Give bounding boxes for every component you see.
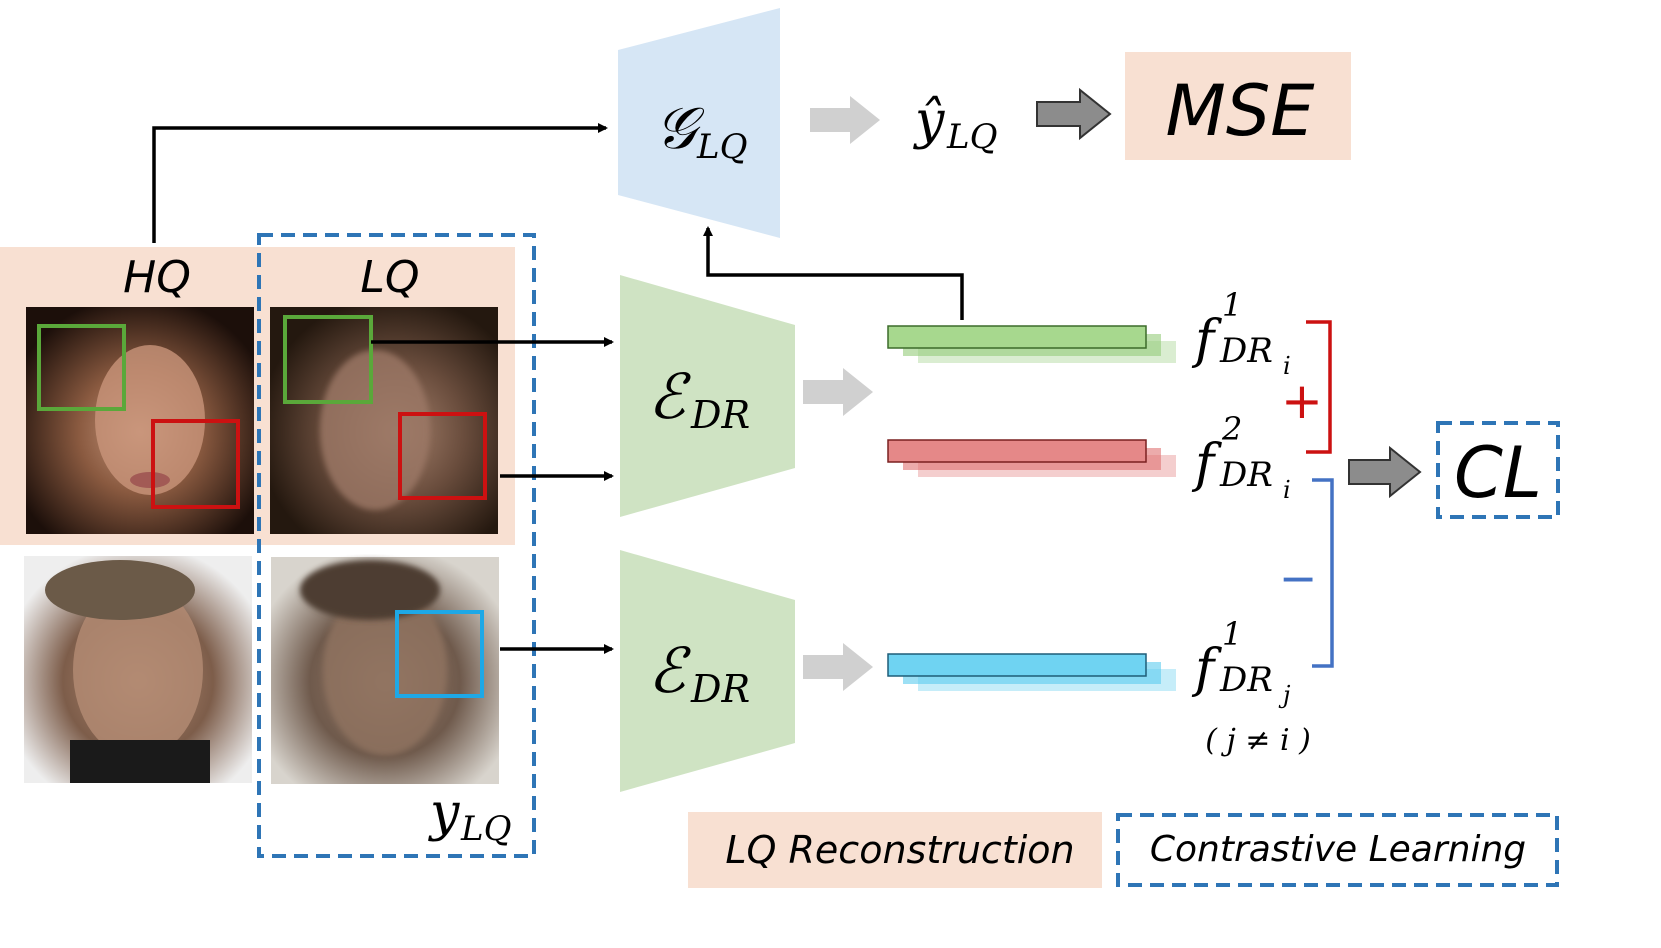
svg-text:2: 2 [1221, 410, 1242, 448]
encoder-bottom-label: ℰ DR [648, 634, 750, 711]
legend-recon-label: LQ Reconstruction [725, 828, 1074, 872]
feature-label-3: f 1 DR j [1191, 615, 1291, 709]
legend-contrastive-label: Contrastive Learning [1150, 829, 1526, 870]
svg-text:f: f [1191, 639, 1222, 699]
lq-red-patch-box [398, 412, 487, 500]
cl-loss-label: CL [1454, 432, 1542, 514]
svg-text:j: j [1278, 681, 1291, 709]
encoder-block-bottom [620, 550, 795, 792]
feature-to-generator-arrow [703, 226, 964, 320]
lq-input-dashed-box [257, 233, 536, 858]
legend-contrastive-box [1116, 813, 1559, 887]
svg-text:1: 1 [1222, 615, 1242, 653]
svg-text:ŷ: ŷ [913, 91, 945, 151]
condition-label: ( j ≠ i ) [1205, 723, 1311, 758]
cl-loss-box [1436, 421, 1560, 519]
positive-pair-bracket [1306, 320, 1332, 454]
svg-text:DR: DR [1219, 331, 1273, 371]
svg-text:LQ: LQ [460, 809, 511, 849]
mse-loss-box [1125, 52, 1351, 160]
encoder-bottom-output-arrow [803, 643, 873, 691]
hq-red-patch-box [151, 419, 240, 509]
svg-text:LQ: LQ [696, 127, 747, 167]
feature-stack-green [887, 325, 1176, 363]
svg-text:ℰ: ℰ [648, 634, 691, 707]
svg-text:f: f [1191, 434, 1222, 494]
svg-text:LQ: LQ [946, 117, 997, 157]
svg-text:i: i [1283, 476, 1291, 504]
feature-label-1: f 1 DR i [1191, 286, 1291, 380]
legend-recon-swatch [688, 812, 1102, 888]
generator-output-arrow [810, 96, 880, 144]
generator-block [618, 8, 780, 238]
encoder-block-top [620, 275, 795, 517]
svg-text:ℰ: ℰ [648, 360, 691, 433]
svg-text:DR: DR [1219, 660, 1273, 700]
lq-face-image-2 [271, 557, 499, 784]
hq-to-generator-arrow [152, 123, 608, 243]
negative-sign: − [1279, 551, 1318, 605]
svg-text:1: 1 [1222, 286, 1242, 324]
input-y-lq-label: y LQ [428, 783, 511, 849]
lq-label: LQ [360, 252, 419, 303]
feature-label-2: f 2 DR i [1191, 410, 1291, 504]
svg-text:DR: DR [690, 667, 750, 711]
negative-pair-bracket [1312, 478, 1334, 668]
output-y-hat-label: ŷ LQ [913, 91, 997, 157]
hq-green-patch-box [37, 324, 126, 411]
lq-cyan-patch-box [395, 610, 484, 698]
features-to-cl-arrow [1348, 445, 1422, 499]
feature-stack-red [887, 439, 1176, 477]
svg-text:f: f [1191, 310, 1222, 370]
svg-text:DR: DR [690, 393, 750, 437]
mse-loss-label: MSE [1165, 70, 1315, 152]
svg-text:y: y [428, 783, 460, 843]
output-to-mse-arrow [1036, 87, 1112, 141]
encoder-top-output-arrow [803, 368, 873, 416]
svg-text:DR: DR [1219, 455, 1273, 495]
hq-label: HQ [123, 252, 191, 303]
svg-text:i: i [1283, 352, 1291, 380]
feature-stack-blue [887, 653, 1176, 691]
hq-face-image-2 [24, 556, 252, 783]
lq-green-patch-box [283, 315, 373, 404]
positive-sign: + [1281, 372, 1323, 430]
encoder-top-label: ℰ DR [648, 360, 750, 437]
